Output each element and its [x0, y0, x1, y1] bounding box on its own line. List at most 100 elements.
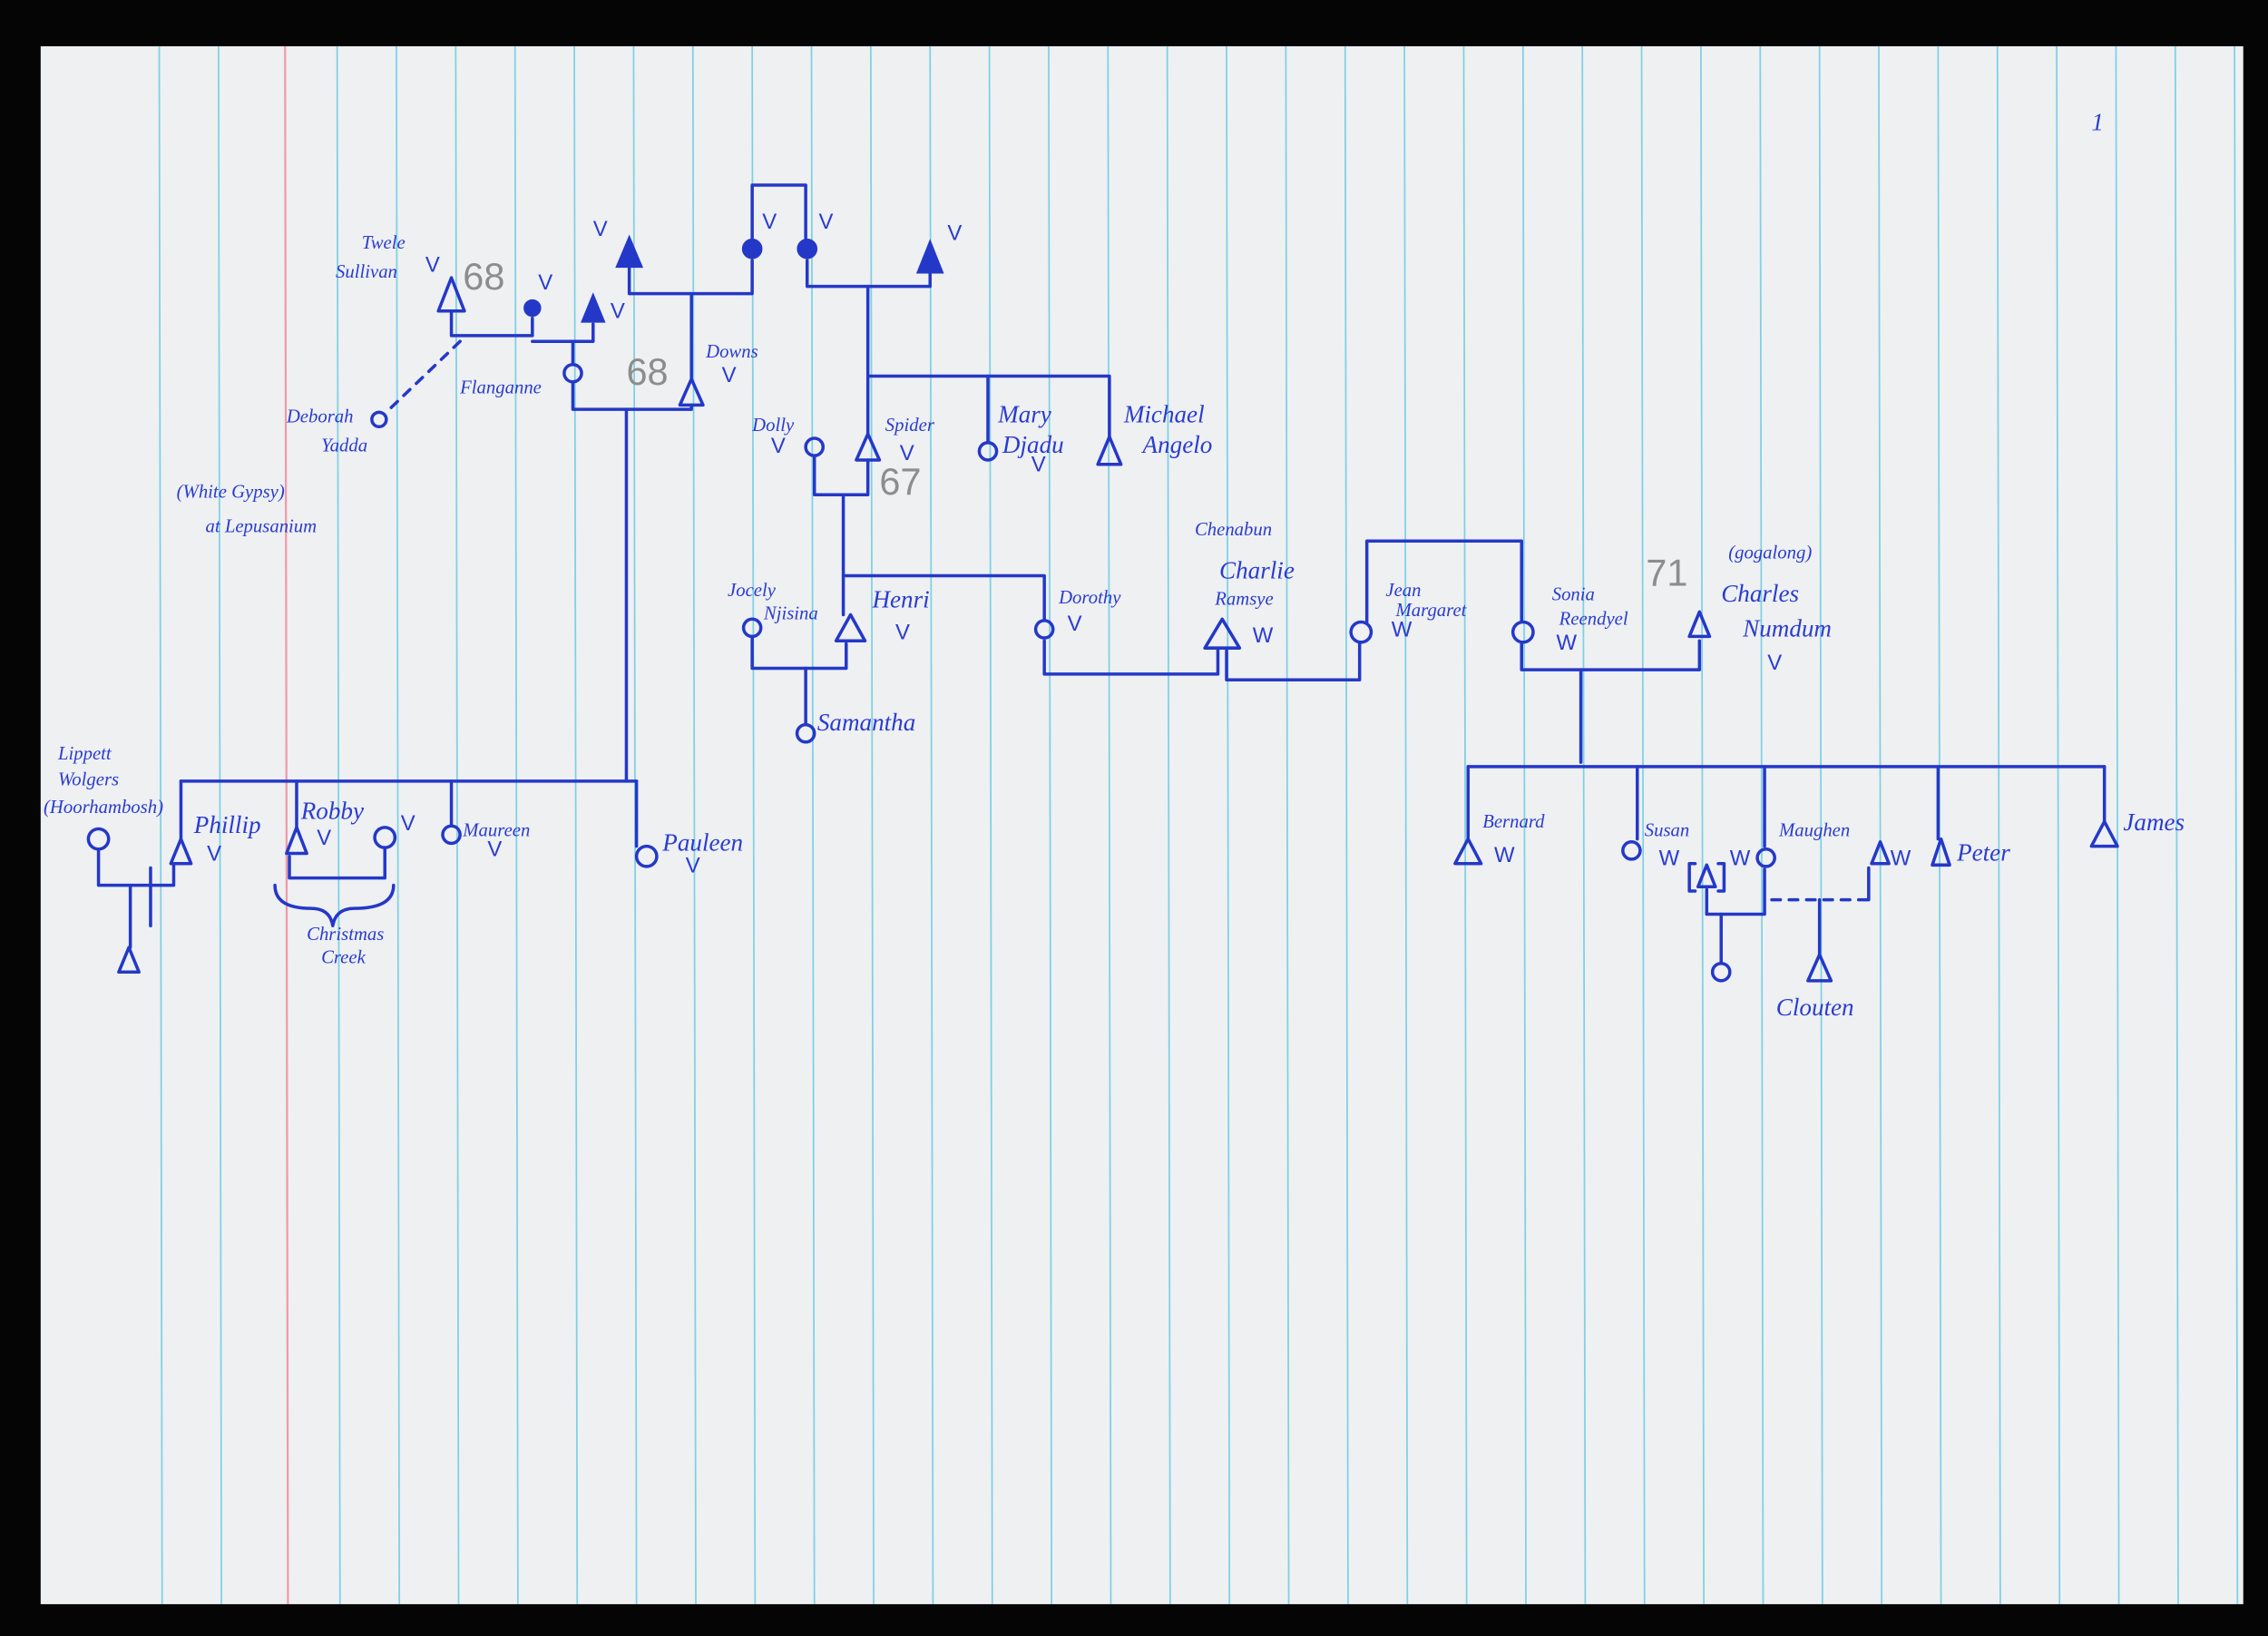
ruled-line	[1403, 46, 1409, 1604]
pencil-number: 71	[1646, 552, 1687, 594]
label-maughen: Maughen	[1778, 820, 1850, 840]
label-jocely: Jocely	[728, 581, 777, 601]
w-mark: W	[1730, 846, 1751, 870]
label-spider: Spider	[885, 416, 935, 436]
female-circle-icon	[373, 826, 397, 849]
female-circle-icon	[634, 844, 659, 868]
bracket-icon	[1687, 861, 1726, 893]
label-lippett: Lippett	[57, 744, 112, 764]
w-mark: W	[1556, 631, 1577, 655]
ruled-line	[336, 46, 341, 1604]
female-circle-icon	[441, 824, 462, 846]
label-phillip: Phillip	[193, 811, 261, 838]
v-mark: V	[895, 621, 910, 645]
ruled-line	[1878, 46, 1883, 1604]
ruled-line	[1226, 46, 1231, 1604]
female-circle-icon	[1510, 620, 1535, 644]
name-labels: Twele Sullivan Flanganne Downs Deborah Y…	[44, 233, 2185, 1021]
ruled-line	[988, 46, 993, 1604]
ruled-line	[158, 46, 163, 1604]
label-chenabun: Chenabun	[1195, 520, 1272, 540]
v-mark: V	[401, 811, 415, 836]
ruled-line	[1285, 46, 1290, 1604]
v-mark: V	[818, 210, 833, 234]
v-mark: V	[611, 299, 625, 324]
label-angelo: Angelo	[1141, 431, 1213, 458]
v-mark: V	[771, 434, 786, 458]
person-symbols	[86, 234, 2119, 983]
v-mark: V	[1767, 651, 1782, 675]
ruled-line	[1344, 46, 1349, 1604]
male-triangle-icon	[2089, 819, 2119, 848]
w-mark: W	[1253, 623, 1274, 648]
label-peter: Peter	[1956, 839, 2010, 867]
male-triangle-icon	[1096, 435, 1123, 466]
ruled-line	[2115, 46, 2120, 1604]
label-hoorhambosh: (Hoorhambosh)	[44, 798, 163, 818]
ruled-line	[1462, 46, 1468, 1604]
female-filled-circle-icon	[523, 299, 542, 318]
pencil-number: 68	[626, 350, 668, 393]
v-mark: V	[762, 210, 777, 234]
kinship-lines	[96, 183, 2107, 964]
male-triangle-icon	[436, 276, 466, 313]
ruled-line	[2234, 46, 2239, 1604]
female-filled-circle-icon	[797, 238, 818, 260]
ruled-line	[2174, 46, 2179, 1604]
label-charlie: Charlie	[1219, 557, 1295, 584]
ruled-line	[1640, 46, 1646, 1604]
label-pauleen: Pauleen	[661, 828, 743, 856]
ruled-line	[1700, 46, 1705, 1604]
v-mark: V	[1031, 453, 1046, 477]
male-triangle-icon	[1203, 617, 1242, 650]
v-mark: V	[686, 853, 700, 877]
label-margaret: Margaret	[1395, 601, 1468, 621]
w-mark: W	[1494, 843, 1515, 867]
female-circle-icon	[1349, 620, 1374, 644]
male-triangle-icon	[1687, 610, 1712, 639]
ruled-line	[810, 46, 816, 1604]
ruled-line	[573, 46, 579, 1604]
label-njisina: Njisina	[763, 603, 818, 623]
label-dorothy: Dorothy	[1058, 588, 1121, 608]
label-ramsye: Ramsye	[1214, 589, 1273, 609]
male-triangle-icon	[1931, 837, 1951, 867]
male-triangle-icon	[169, 837, 193, 866]
w-mark: W	[1891, 846, 1911, 870]
label-white-gypsy: (White Gypsy)	[177, 482, 285, 502]
label-wolgers: Wolgers	[58, 770, 119, 790]
v-mark: V	[487, 838, 502, 862]
ruled-line	[1166, 46, 1171, 1604]
label-sonia: Sonia	[1552, 585, 1595, 605]
label-twele: Twele	[362, 233, 406, 253]
male-triangle-icon	[834, 612, 867, 642]
male-triangle-icon	[1806, 953, 1833, 983]
female-circle-icon	[1621, 840, 1642, 861]
label-gogalong: (gogalong)	[1728, 543, 1812, 563]
ruled-line	[1107, 46, 1112, 1604]
female-circle-icon	[741, 617, 763, 639]
label-downs: Downs	[705, 342, 758, 362]
male-filled-triangle-icon	[615, 234, 644, 269]
ruled-line	[396, 46, 401, 1604]
label-samantha: Samantha	[817, 709, 915, 736]
label-michael: Michael	[1123, 400, 1205, 427]
ruled-line	[1581, 46, 1587, 1604]
margin-line	[284, 46, 289, 1604]
label-lepusanium: at Lepusanium	[206, 517, 318, 537]
v-mark: V	[722, 363, 737, 387]
ruled-line	[455, 46, 460, 1604]
ruled-line	[869, 46, 875, 1604]
w-mark: W	[1659, 846, 1680, 870]
label-djadu: Djadu	[1002, 431, 1064, 458]
label-maureen: Maureen	[462, 820, 530, 840]
label-susan: Susan	[1645, 820, 1690, 840]
label-numdum: Numdum	[1742, 614, 1832, 642]
v-mark: V	[207, 842, 221, 867]
label-creek: Creek	[321, 948, 367, 968]
label-robby: Robby	[300, 797, 365, 824]
pencil-number: 67	[879, 460, 921, 503]
female-filled-circle-icon	[741, 238, 763, 260]
label-mary: Mary	[997, 400, 1052, 427]
female-circle-icon	[370, 410, 388, 429]
